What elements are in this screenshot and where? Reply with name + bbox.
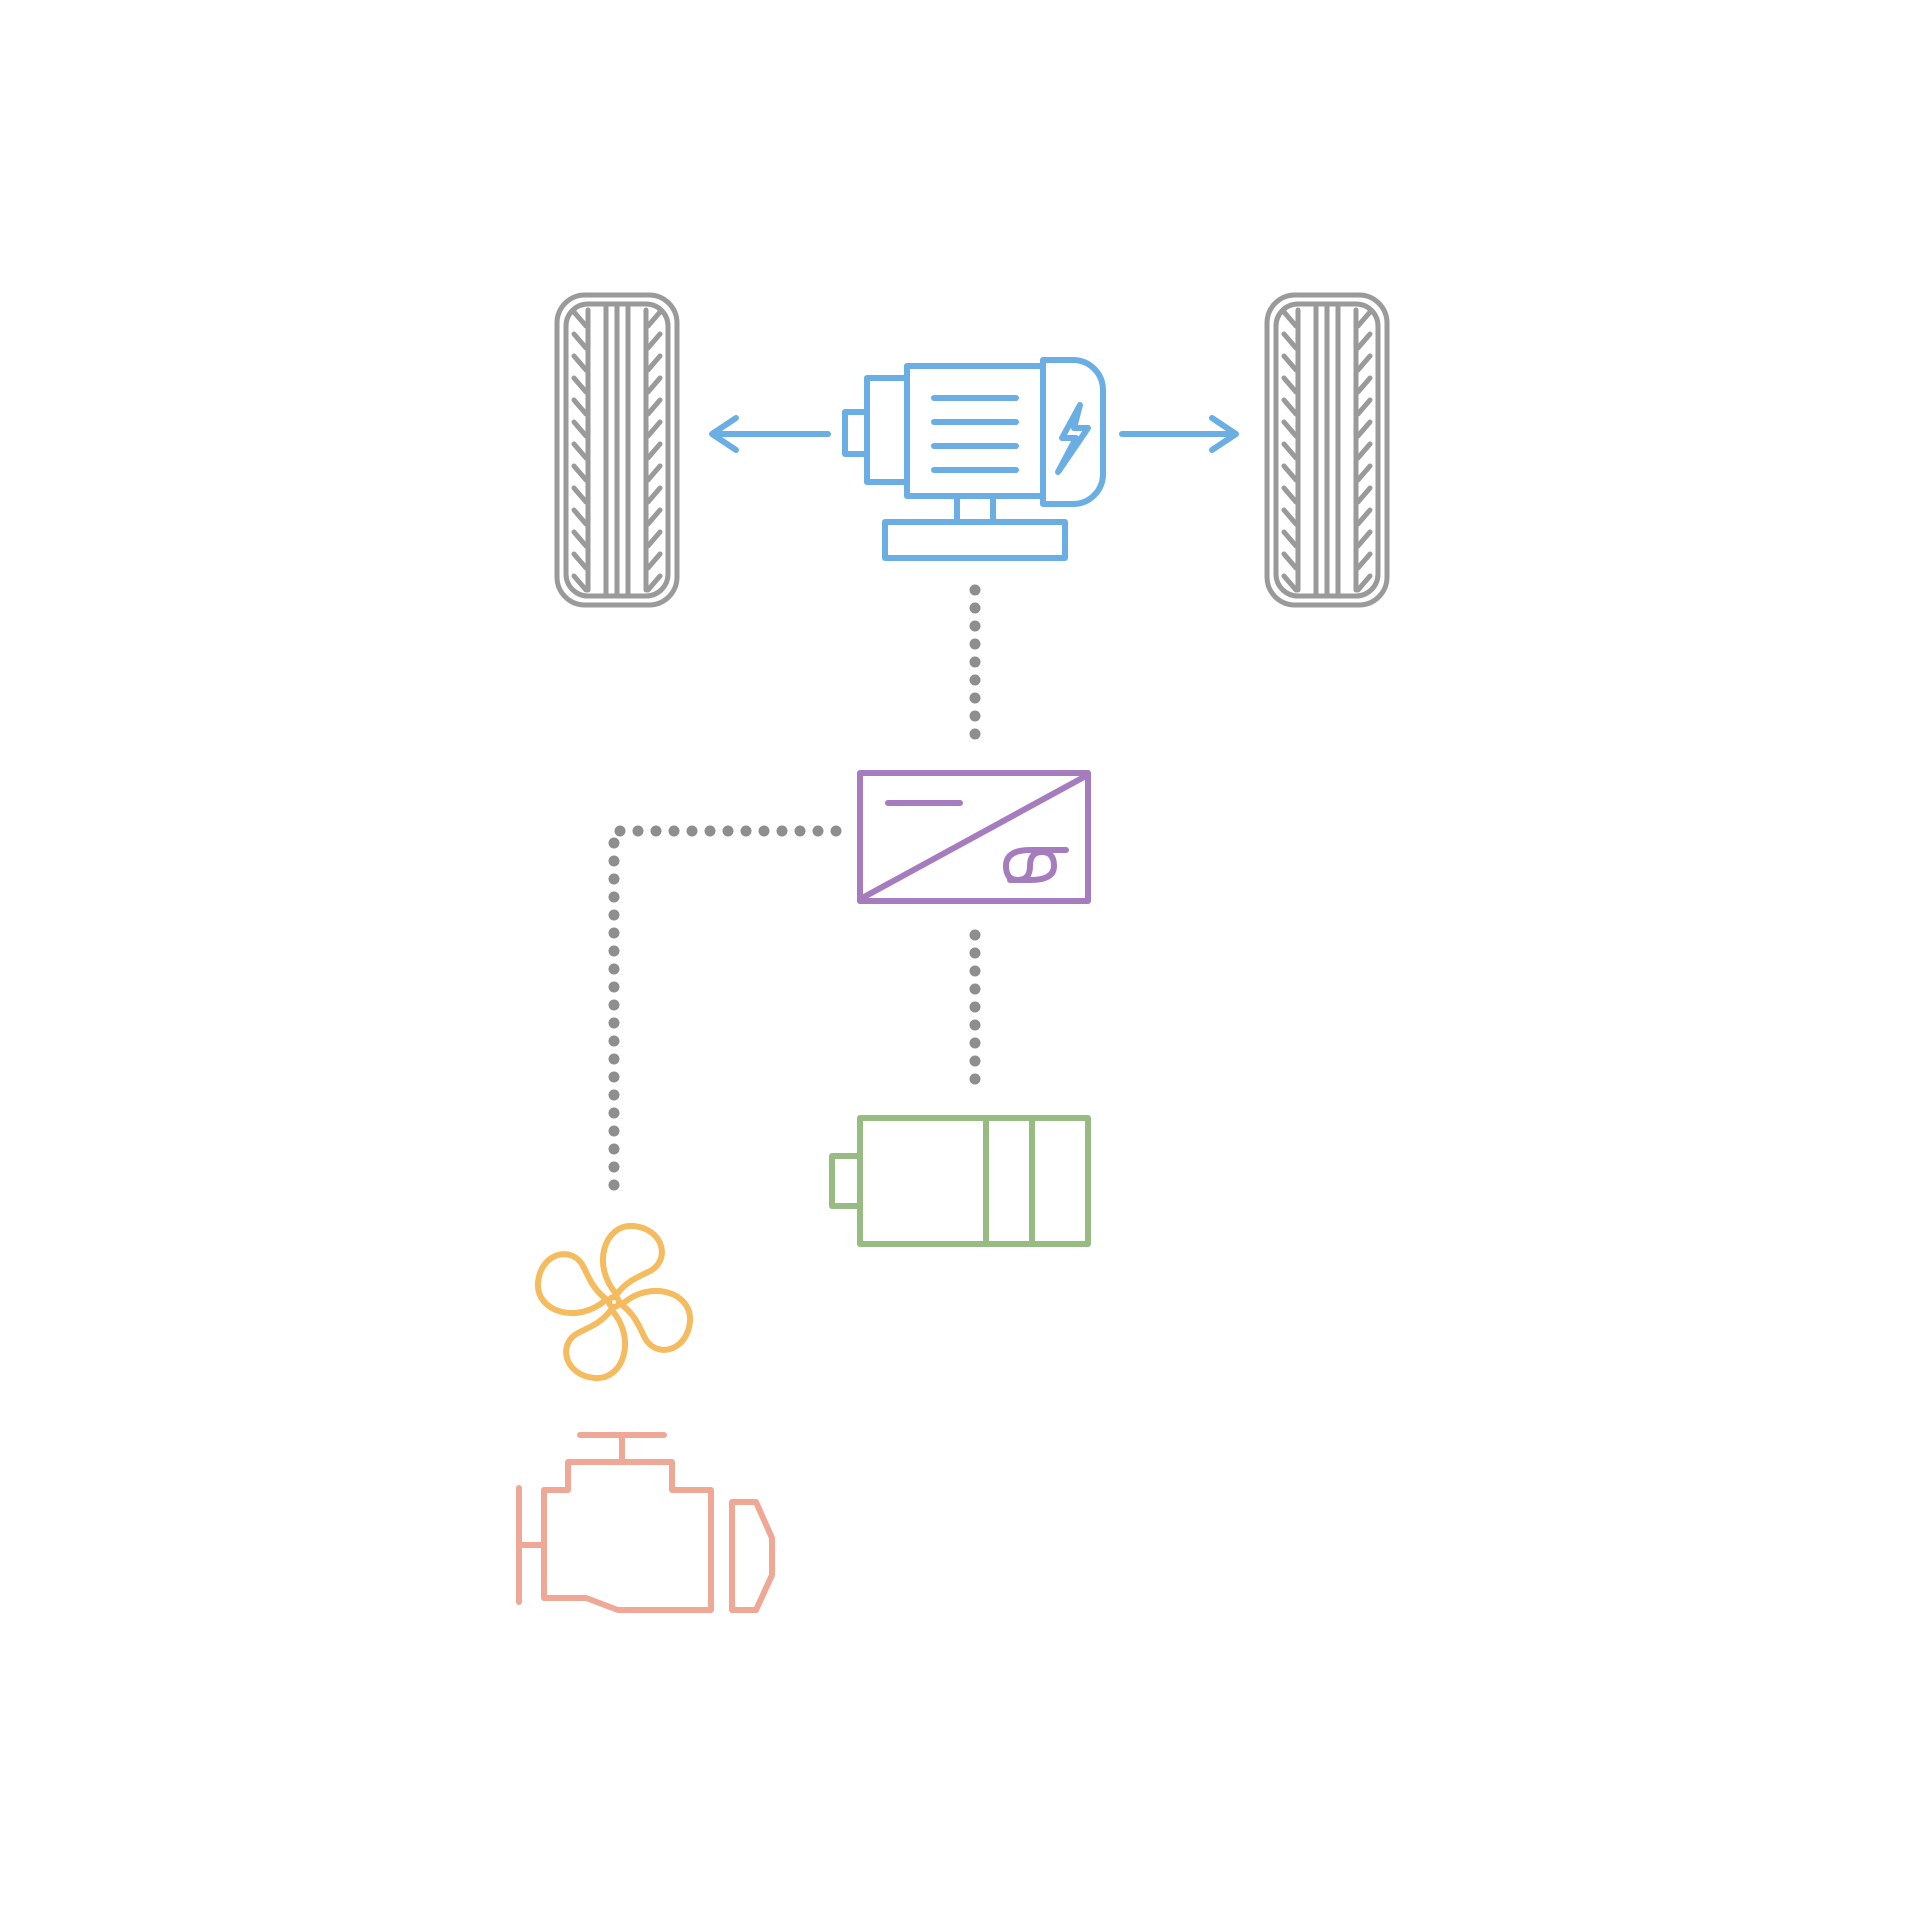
right-tire-icon xyxy=(1264,292,1390,608)
electric-motor-icon xyxy=(842,357,1106,561)
inverter-icon xyxy=(857,770,1091,904)
engine-icon xyxy=(516,1432,775,1613)
battery-icon xyxy=(829,1115,1091,1247)
inverter-generator-link xyxy=(608,825,842,1194)
tire-tread xyxy=(571,309,589,593)
left-tire-icon xyxy=(554,292,680,608)
left-drive-arrow xyxy=(709,415,831,453)
tire-tread xyxy=(1281,309,1299,593)
lightning-bolt-icon xyxy=(1055,402,1091,475)
right-drive-arrow xyxy=(1119,415,1239,453)
tire-tread xyxy=(645,309,663,593)
fan-blade xyxy=(599,1222,665,1298)
ac-wave-symbol xyxy=(1003,847,1069,883)
fan-blade xyxy=(618,1287,694,1353)
fan-blade xyxy=(563,1306,629,1382)
fan-icon xyxy=(534,1222,694,1382)
tire-tread xyxy=(1355,309,1373,593)
fan-blade xyxy=(534,1251,610,1317)
